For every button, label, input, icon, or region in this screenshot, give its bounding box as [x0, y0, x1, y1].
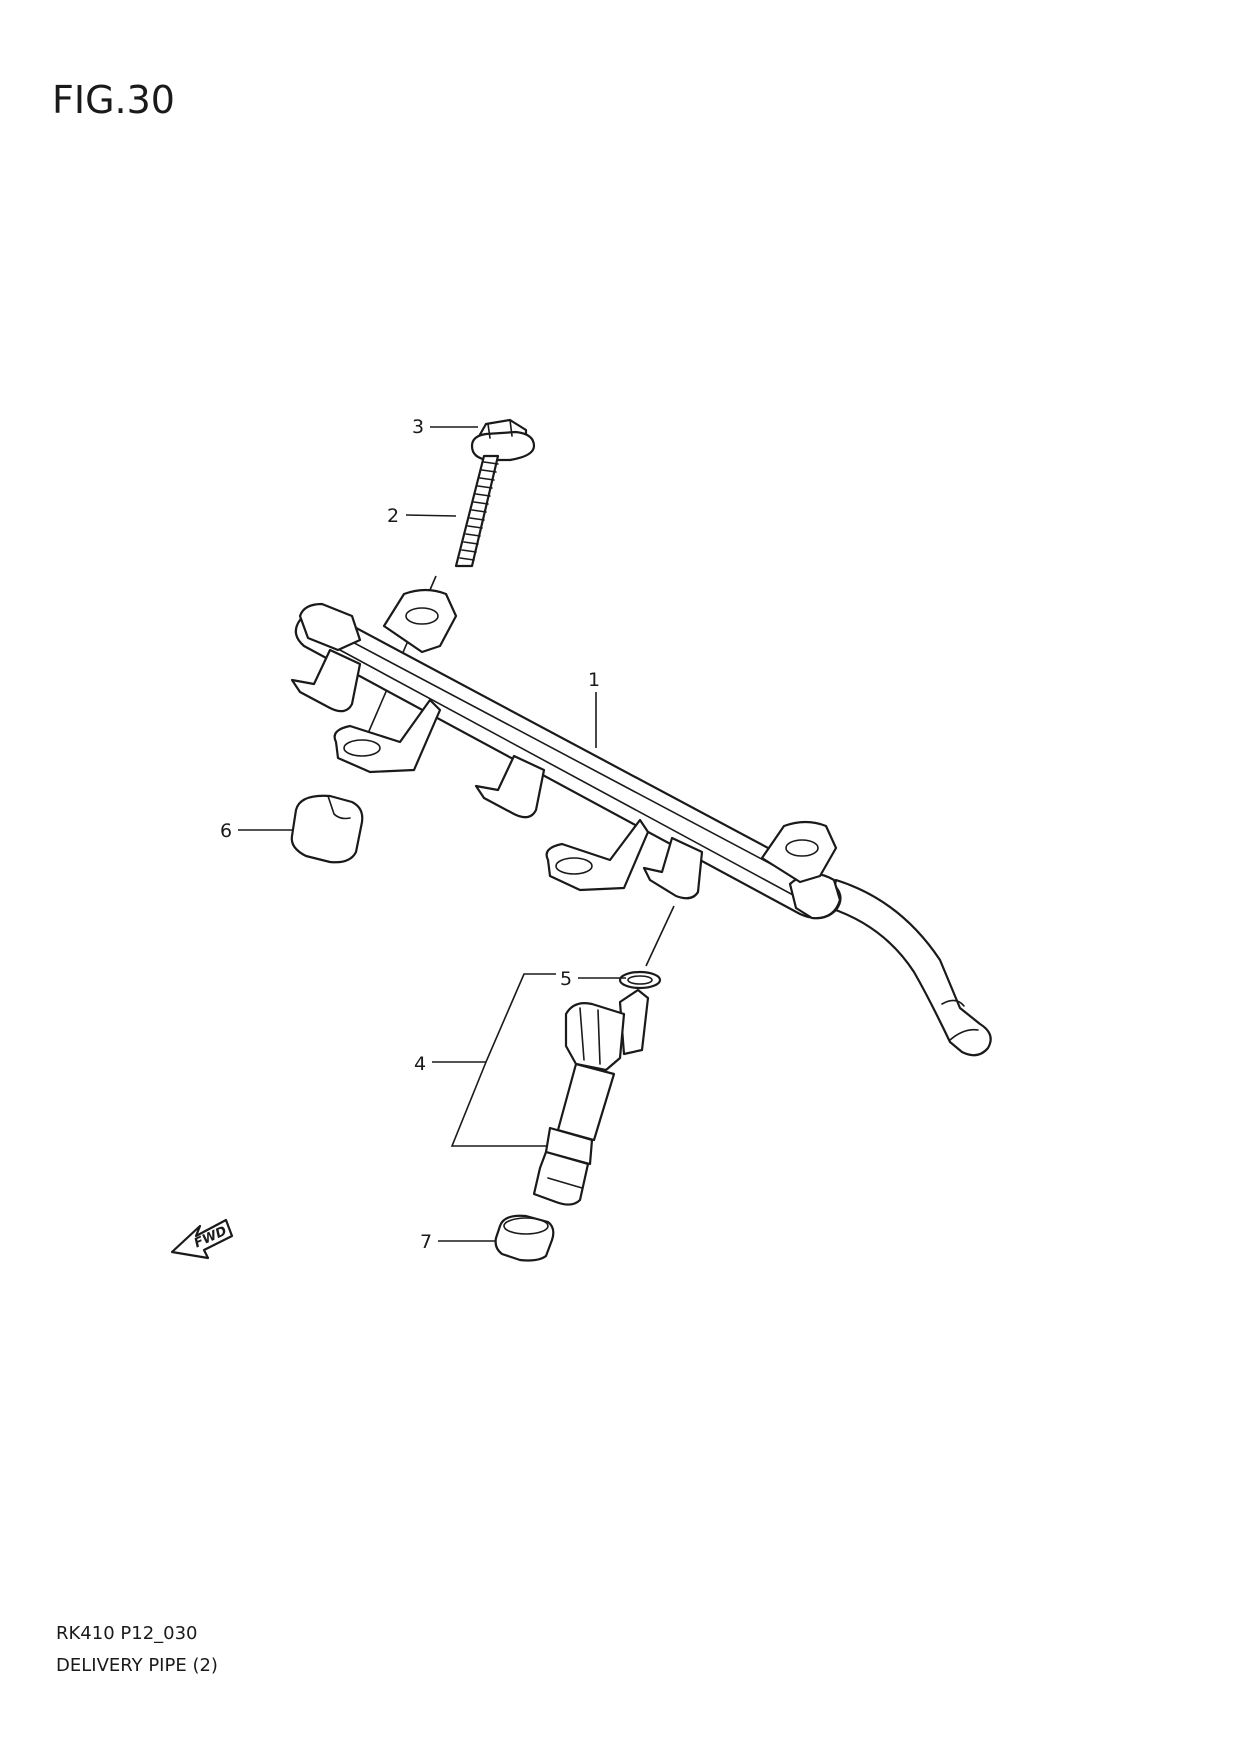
fwd-arrow-icon: FWD	[170, 1218, 234, 1260]
part-5-o-ring[interactable]	[618, 970, 662, 990]
callout-6-label: 6	[220, 820, 232, 842]
callout-1-label: 1	[588, 669, 600, 691]
callout-7-label: 7	[420, 1231, 432, 1253]
part-4-fuel-injector[interactable]	[532, 988, 650, 1206]
part-1-delivery-pipe[interactable]	[290, 588, 992, 1057]
part-7-seal[interactable]	[494, 1214, 555, 1262]
callout-1[interactable]: 1	[588, 669, 600, 691]
callout-4[interactable]: 4	[414, 973, 556, 1147]
callout-7[interactable]: 7	[420, 1231, 496, 1253]
callout-2[interactable]: 2	[387, 505, 457, 527]
callout-3-label: 3	[412, 416, 424, 438]
diagram-code: RK410 P12_030	[56, 1623, 198, 1644]
callout-5-label: 5	[560, 968, 572, 990]
callout-3[interactable]: 3	[412, 416, 478, 438]
callout-4-label: 4	[414, 1053, 426, 1075]
callout-5[interactable]: 5	[560, 968, 626, 990]
part-3-nut[interactable]	[470, 418, 536, 462]
injector-axis-line	[645, 905, 675, 967]
callout-6[interactable]: 6	[220, 820, 294, 842]
diagram-name: DELIVERY PIPE (2)	[56, 1655, 218, 1676]
callout-2-label: 2	[387, 505, 399, 527]
part-6-insulator[interactable]	[290, 794, 364, 864]
part-2-stud-bolt[interactable]	[454, 454, 500, 568]
figure-title: FIG.30	[52, 78, 175, 122]
